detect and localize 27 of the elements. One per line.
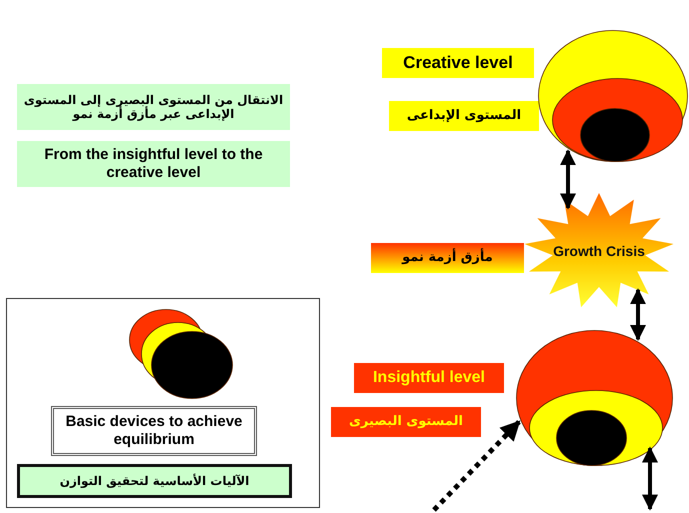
node-text: المستوى البصيرى (349, 414, 463, 430)
node-text: Basic devices to achieve equilibrium (64, 413, 244, 449)
node-text: From the insightful level to the creative level (43, 146, 264, 182)
text-box (51, 406, 257, 456)
level-label (354, 363, 504, 393)
node-text: مأزق أزمة نمو (402, 250, 493, 266)
node-text: الآليات الأساسية لتحقيق التوازن (60, 474, 250, 488)
double-arrow (630, 288, 646, 341)
crisis-label (371, 243, 524, 273)
text-box (17, 141, 290, 187)
panel-frame (6, 298, 320, 508)
text-box (17, 464, 292, 498)
double-arrow (560, 149, 576, 210)
dotted-arrow (432, 420, 521, 512)
node-text: المستوى الإبداعى (406, 108, 522, 124)
level-label (382, 48, 534, 78)
node-text: Growth Crisis (553, 242, 645, 260)
nested-circles-drawing (516, 330, 673, 466)
level-label (331, 407, 481, 437)
level-label (389, 101, 539, 131)
double-arrow (642, 446, 658, 511)
node-text: Creative level (403, 52, 513, 74)
node-text: Insightful level (372, 368, 485, 388)
node-text: الانتقال من المستوى البصيرى إلى المستوى الإبداعى عبر مأزق أزمة نمو (22, 92, 284, 122)
text-box (17, 84, 290, 130)
growth-crisis-starburst (524, 193, 674, 309)
nested-circles-drawing (538, 30, 688, 162)
